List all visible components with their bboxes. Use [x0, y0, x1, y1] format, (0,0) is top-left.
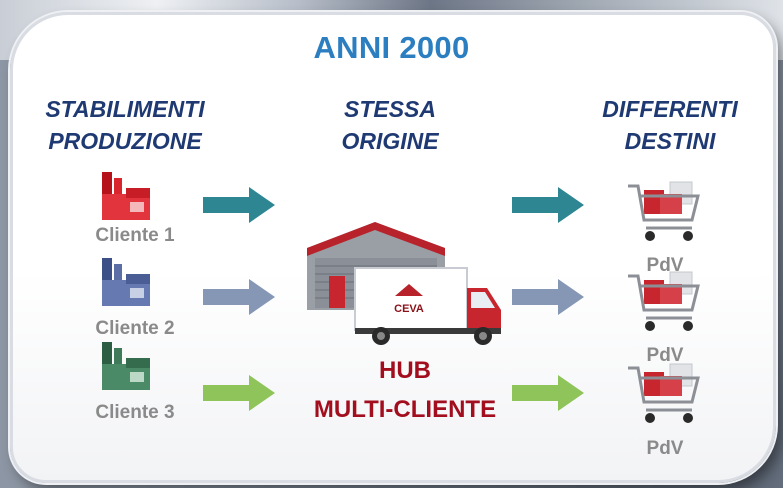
diagram-card [10, 12, 776, 483]
column-heading-origin-line1: STESSA [343, 96, 437, 122]
arrow-right-icon [203, 375, 275, 411]
factory-icon [102, 342, 150, 390]
hub-label-line1: HUB [379, 357, 431, 384]
shopping-cart-icon [628, 181, 700, 241]
arrow-right-icon [512, 279, 584, 315]
shopping-cart-icon [628, 271, 700, 331]
warehouse-truck-icon: CEVA [307, 222, 501, 345]
column-heading-origin: STESSA ORIGINE [290, 93, 490, 157]
arrow-right-icon [512, 375, 584, 411]
column-heading-destinations-line2: DESTINI [624, 128, 716, 154]
column-heading-origin-line2: ORIGINE [341, 128, 439, 154]
truck-logo: CEVA [394, 303, 424, 315]
column-heading-destinations-line1: DIFFERENTI [602, 96, 738, 122]
pdv-label: PdV [646, 438, 684, 459]
shopping-cart-icon [628, 363, 700, 423]
pdv-label: PdV [646, 345, 684, 366]
column-heading-destinations: DIFFERENTI DESTINI [570, 93, 770, 157]
diagram-title: ANNI 2000 [313, 30, 470, 65]
column-heading-production: STABILIMENTI PRODUZIONE [10, 93, 240, 157]
client-label: Cliente 1 [95, 225, 175, 246]
column-heading-production-line2: PRODUZIONE [48, 128, 202, 154]
column-heading-production-line1: STABILIMENTI [45, 96, 205, 122]
arrow-right-icon [203, 279, 275, 315]
arrow-right-icon [512, 187, 584, 223]
client-label: Cliente 3 [95, 402, 175, 423]
arrow-right-icon [203, 187, 275, 223]
pdv-label: PdV [646, 255, 684, 276]
client-label: Cliente 2 [95, 318, 175, 339]
hub-label-line2: MULTI-CLIENTE [313, 396, 497, 423]
factory-icon [102, 258, 150, 306]
factory-icon [102, 172, 150, 220]
